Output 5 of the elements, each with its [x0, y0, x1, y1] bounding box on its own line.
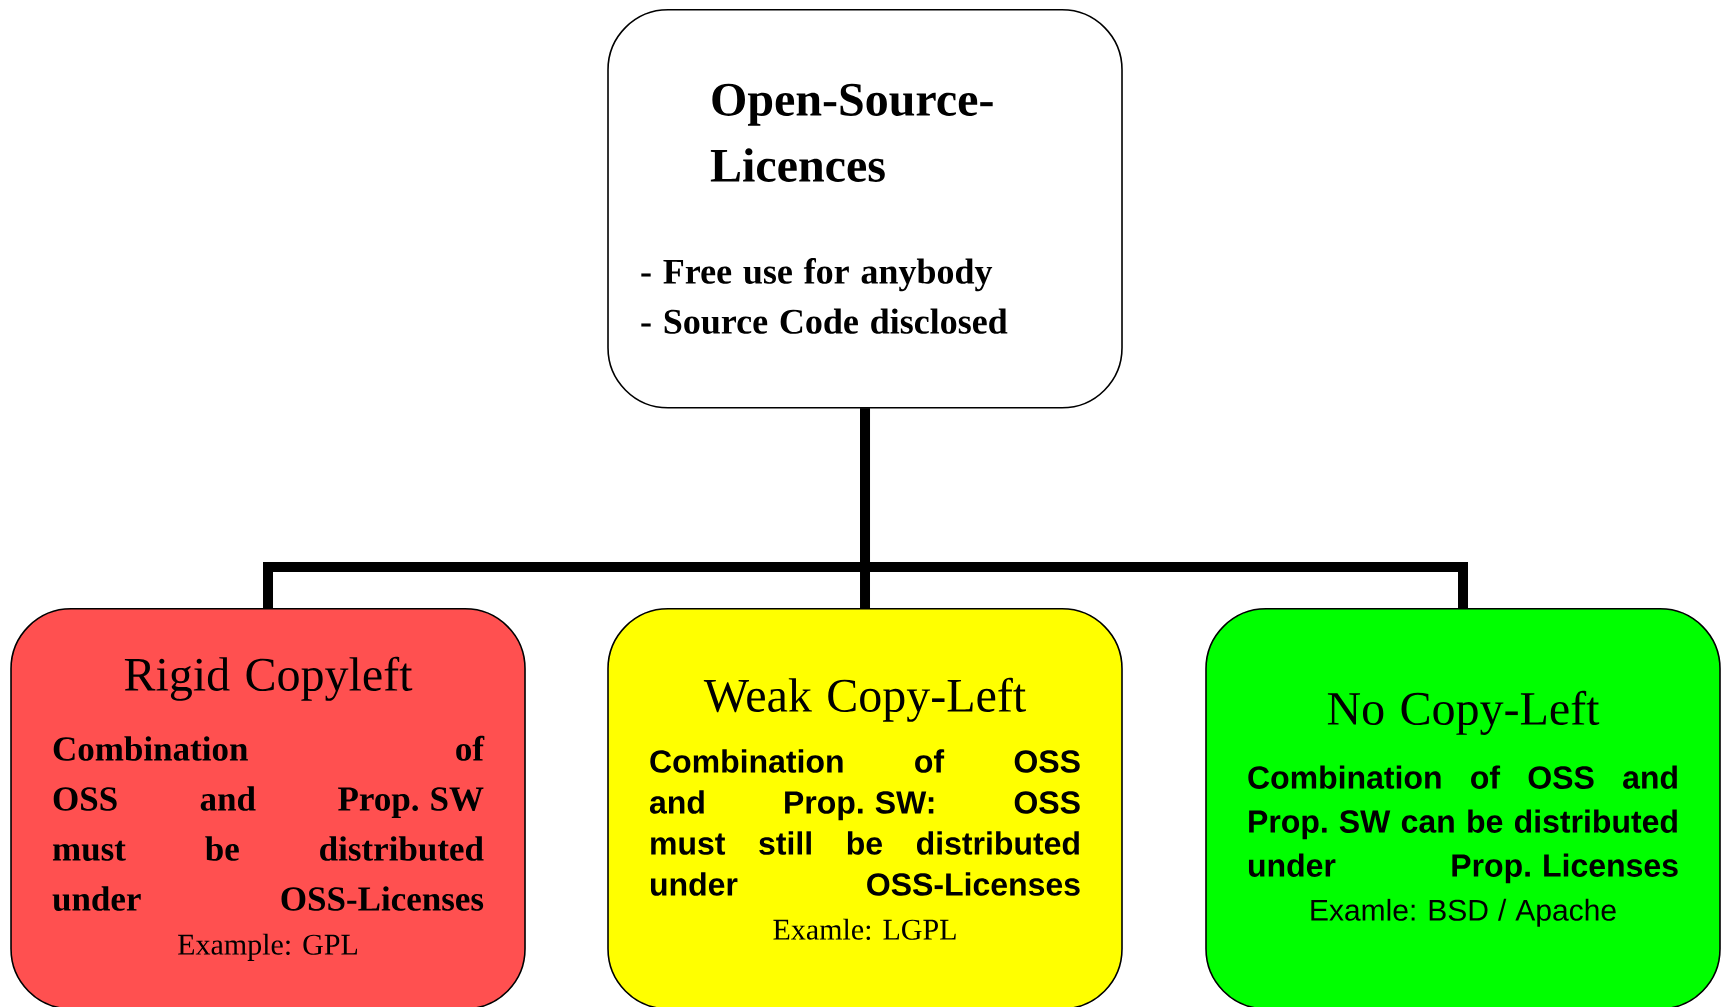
connector-line: [860, 408, 1468, 608]
category-box: No Copy-Left Combination of OSS and Prop. SW can be distributed under Prop. Licenses Examle: BSD / Apache: [1205, 608, 1721, 1007]
category-box: Weak Copy-Left Combination of OSS and Prop. SW: OSS must still be distributed under OSS-Licenses Examle: LGPL: [607, 608, 1123, 1007]
topic-box: Open-Source-Licences - Free use for anybody - Source Code disclosed: [607, 9, 1123, 409]
category-box: Rigid Copyleft Combination of OSS and Prop. SW must be distributed under OSS-Licenses Example: GPL: [10, 608, 526, 1007]
